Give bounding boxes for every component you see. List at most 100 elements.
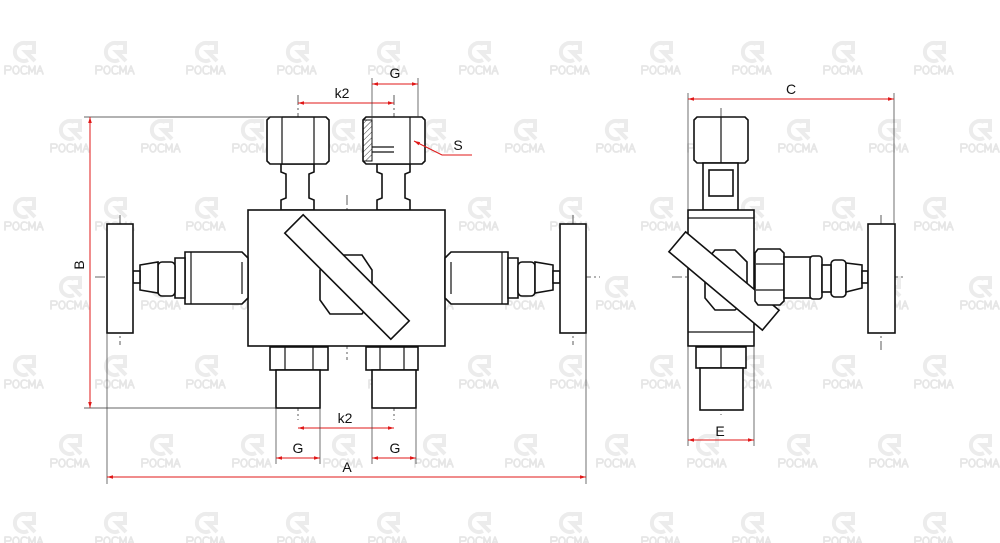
watermark-logo [687, 434, 727, 468]
watermark-lettering [960, 143, 1000, 153]
watermark-logo [186, 197, 226, 231]
watermark-logo [368, 512, 408, 543]
watermark-logo [641, 512, 681, 543]
watermark-lettering [823, 379, 863, 389]
watermark-lettering [50, 300, 90, 310]
watermark-lettering [550, 536, 590, 543]
watermark-lettering [823, 536, 863, 543]
watermark-logo [960, 119, 1000, 153]
side-view: C E [667, 81, 905, 446]
watermark-logo [4, 41, 44, 75]
watermark-lettering [641, 536, 681, 543]
watermark-logo [914, 512, 954, 543]
dimension-k2-bottom: k2 [298, 410, 394, 430]
watermark-logo [141, 119, 181, 153]
dimension-G-top: G [371, 65, 419, 120]
watermark-lettering [869, 458, 909, 468]
watermark-lettering [4, 221, 44, 231]
dimension-k2-top: k2 [298, 85, 394, 105]
watermark-lettering [914, 379, 954, 389]
watermark-logo [869, 119, 909, 153]
dimension-S: S [413, 137, 472, 156]
top-left-fitting [266, 116, 330, 211]
side-equalizing-handle[interactable] [667, 230, 781, 332]
watermark-lettering [914, 221, 954, 231]
watermark-logo [869, 434, 909, 468]
watermark-logo [732, 41, 772, 75]
left-needle-valve[interactable] [106, 223, 249, 334]
watermark-lettering [4, 65, 44, 75]
watermark-lettering [550, 379, 590, 389]
watermark-lettering [596, 143, 636, 153]
watermark-logo [232, 119, 272, 153]
watermark-lettering [960, 300, 1000, 310]
watermark-logo [960, 276, 1000, 310]
dim-label-G-bottom-right: G [390, 440, 401, 456]
watermark-logo [459, 355, 499, 389]
watermark-logo [4, 197, 44, 231]
watermark-lettering [186, 536, 226, 543]
right-needle-valve[interactable] [444, 223, 587, 334]
watermark-logo [778, 119, 818, 153]
bottom-right-fitting [365, 346, 419, 409]
dim-label-A: A [342, 459, 352, 475]
bottom-left-fitting [269, 346, 329, 409]
watermark-lettering [823, 65, 863, 75]
watermark-lettering [141, 143, 181, 153]
watermark-lettering [641, 221, 681, 231]
watermark-lettering [186, 379, 226, 389]
watermark-logo [459, 41, 499, 75]
watermark-logo [641, 197, 681, 231]
watermark-logo [550, 512, 590, 543]
left-handwheel[interactable] [106, 223, 134, 334]
watermark-logo [459, 512, 499, 543]
watermark-logo [823, 197, 863, 231]
watermark-lettering [505, 458, 545, 468]
watermark-logo [186, 355, 226, 389]
watermark-lettering [459, 536, 499, 543]
side-handwheel[interactable] [867, 223, 896, 334]
watermark-logo [914, 355, 954, 389]
watermark-logo [732, 512, 772, 543]
watermark-lettering [869, 143, 909, 153]
watermark-logo [778, 434, 818, 468]
watermark-lettering [368, 536, 408, 543]
equalizing-valve-handle[interactable] [283, 213, 411, 341]
watermark-logo [596, 276, 636, 310]
watermark-logo [960, 434, 1000, 468]
watermark-lettering [459, 65, 499, 75]
watermark-logo [277, 512, 317, 543]
watermark-lettering [95, 536, 135, 543]
watermark-logo [459, 197, 499, 231]
watermark-lettering [277, 65, 317, 75]
dimension-G-bottom-right: G [371, 408, 417, 464]
watermark-lettering [641, 379, 681, 389]
side-needle-valve[interactable] [754, 223, 896, 334]
watermark-logo [186, 41, 226, 75]
top-right-fitting [362, 116, 426, 211]
watermark-lettering [641, 65, 681, 75]
watermark-lettering [323, 143, 363, 153]
watermark-logo [823, 512, 863, 543]
watermark-lettering [50, 143, 90, 153]
watermark-logo [914, 41, 954, 75]
watermark-logo [277, 41, 317, 75]
watermark-lettering [960, 458, 1000, 468]
watermark-lettering [778, 458, 818, 468]
right-handwheel[interactable] [559, 223, 587, 334]
watermark-lettering [277, 536, 317, 543]
watermark-lettering [687, 458, 727, 468]
dimension-E: E [687, 346, 755, 446]
watermark-logo [641, 355, 681, 389]
watermark-logo [50, 119, 90, 153]
watermark-logo [50, 276, 90, 310]
dim-label-G-top: G [390, 65, 401, 81]
watermark-lettering [141, 300, 181, 310]
dim-label-S: S [453, 137, 462, 153]
dim-label-G-bottom-left: G [293, 440, 304, 456]
watermark-lettering [505, 300, 545, 310]
watermark-lettering [778, 300, 818, 310]
watermark-lettering [732, 65, 772, 75]
watermark-logo [95, 41, 135, 75]
